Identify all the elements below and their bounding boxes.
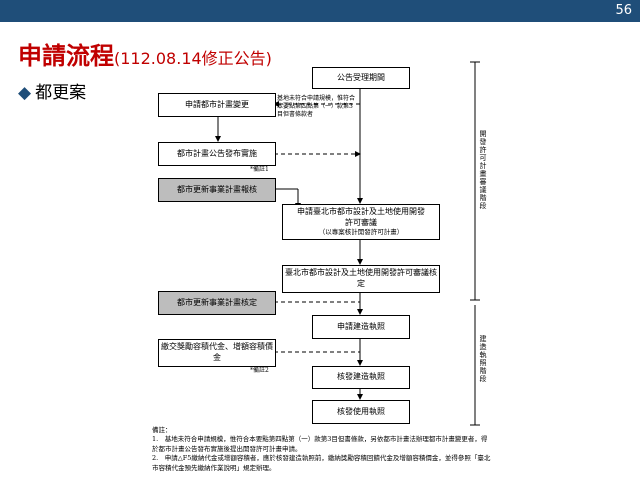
note-1: 1. 基地未符合申請規模，惟符合本要點第四點第（一）款第3目但書條款，另依都市計… (152, 435, 488, 453)
box-design-approval: 臺北市都市設計及土地使用開發許可審議核定 (282, 265, 440, 293)
bullet-item: ◆都更案 (18, 78, 86, 103)
box-renewal-approve: 都市更新事業計畫核定 (158, 291, 276, 315)
box-apply-permit: 申請建造執照 (312, 315, 410, 339)
box-design-review: 申請臺北市都市設計及土地使用開發許可審議 （以專案核計開發許可計畫） (282, 204, 440, 240)
stage2-label: 建造執照階段 (479, 335, 487, 383)
title-sub: (112.08.14修正公告) (114, 49, 272, 68)
diamond-bullet-icon: ◆ (18, 83, 32, 103)
box-renewal-submit: 都市更新事業計畫報核 (158, 178, 276, 202)
box-apply-change: 申請都市計畫變更 (158, 93, 276, 117)
box-plan-publish: 都市計畫公告發布實施 (158, 142, 276, 166)
note2-marker: *備註2 (250, 367, 269, 374)
note1-marker: *備註1 (250, 166, 269, 173)
design-review-label: 申請臺北市都市設計及土地使用開發許可審議 (297, 206, 425, 227)
notes-heading: 備註： (152, 426, 172, 434)
design-review-sublabel: （以專案核計開發許可計畫） (318, 228, 404, 237)
title-main: 申請流程 (18, 42, 114, 70)
box-use-permit: 核發使用執照 (312, 400, 410, 424)
stage1-label: 開發許可計畫審議階段 (479, 130, 487, 210)
box-announce: 公告受理期間 (312, 67, 410, 89)
footnotes: 備註： 1. 基地未符合申請規模，惟符合本要點第四點第（一）款第3目但書條款，另… (152, 426, 492, 473)
box-pay-fee: 繳交獎勵容積代金、增額容積價金 (158, 339, 276, 367)
exempt-note: 基地未符合申請規模，惟符合本要點第四點第（一）款第3目但書條款者 (277, 95, 356, 118)
page-number: 56 (615, 3, 632, 18)
top-bar: 56 (0, 0, 640, 22)
page-title: 申請流程(112.08.14修正公告) (18, 36, 272, 71)
note-2: 2. 申請△F5繳納代金或增額容積者，應於核發建造執照前，繳納獎勵容積回饋代金及… (152, 454, 491, 472)
box-issue-permit: 核發建造執照 (312, 366, 410, 389)
bullet-text: 都更案 (35, 83, 87, 103)
